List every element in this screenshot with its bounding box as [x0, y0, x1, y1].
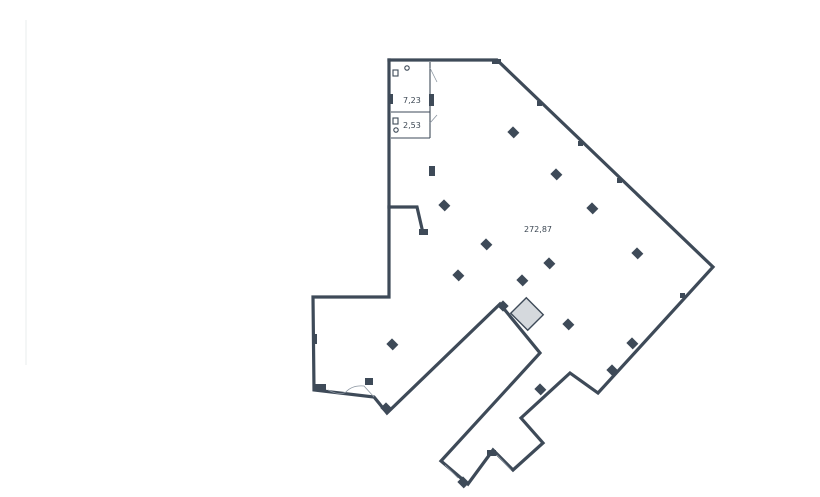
column-14 — [606, 364, 619, 377]
column-28 — [680, 293, 685, 298]
column-1 — [507, 126, 520, 139]
column-3 — [586, 202, 599, 215]
column-21 — [380, 402, 393, 415]
column-12 — [386, 338, 399, 351]
column-16 — [497, 300, 509, 312]
sink-fixture-2 — [393, 127, 399, 133]
area-label-wc-large: 7,23 — [403, 96, 421, 105]
column-27 — [617, 178, 622, 183]
columns — [313, 59, 685, 489]
area-label-wc-small: 2,53 — [403, 121, 421, 130]
column-10 — [516, 274, 529, 287]
column-26 — [578, 141, 583, 146]
sink-fixture-1 — [404, 65, 410, 71]
column-6 — [438, 199, 451, 212]
column-24 — [492, 59, 501, 64]
area-label-main-hall: 272,87 — [524, 225, 552, 234]
corridor-door-left — [444, 464, 459, 479]
column-9 — [452, 269, 465, 282]
column-11 — [562, 318, 575, 331]
column-8 — [543, 257, 556, 270]
column-17 — [419, 229, 428, 235]
column-4 — [631, 247, 644, 260]
column-15 — [534, 383, 547, 396]
column-19 — [314, 384, 326, 390]
toilet-fixture-2 — [392, 117, 399, 125]
wc-wall-block — [429, 94, 434, 106]
column-7 — [480, 238, 493, 251]
column-2 — [550, 168, 563, 181]
wc-door-swing-2 — [429, 114, 438, 124]
column-18 — [313, 334, 317, 344]
wc-door-swing-1 — [429, 67, 438, 83]
toilet-fixture-1 — [392, 69, 399, 77]
column-13 — [626, 337, 639, 350]
column-25 — [537, 101, 542, 106]
outer-wall — [311, 58, 716, 487]
column-22 — [457, 476, 470, 489]
wc-fixture-mark — [389, 94, 393, 104]
column-20 — [365, 378, 373, 385]
column-5 — [429, 166, 435, 176]
service-shaft — [509, 296, 545, 332]
column-23 — [487, 450, 496, 456]
corridor-door-right — [496, 454, 512, 471]
entrance-door-arc — [327, 385, 375, 398]
